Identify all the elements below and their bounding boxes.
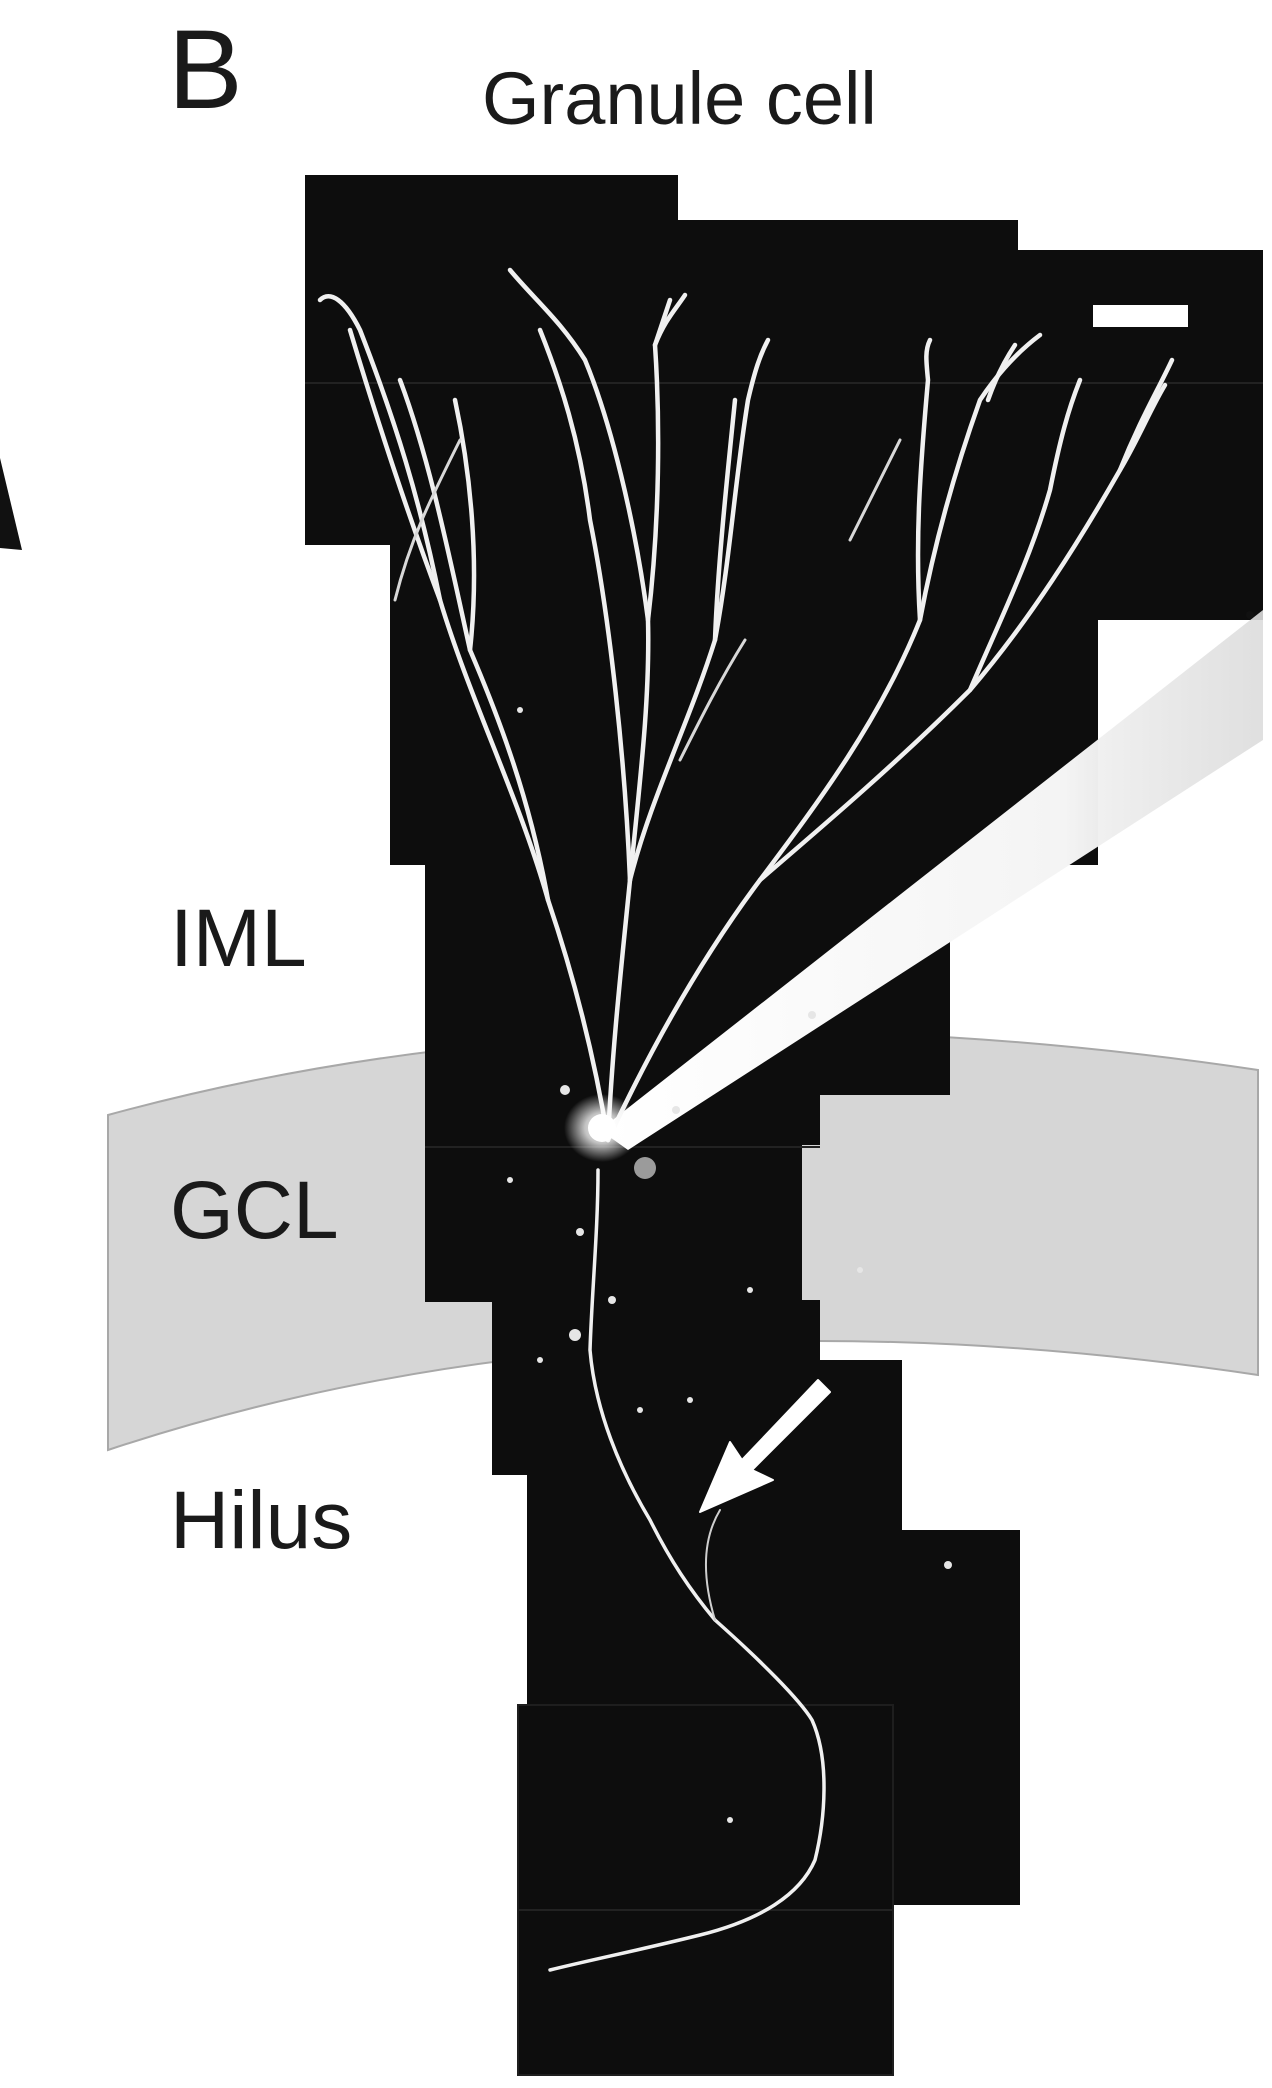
scale-bar	[1093, 305, 1188, 327]
figure-title: Granule cell	[482, 57, 877, 140]
fluorescent-puncta	[507, 611, 1254, 1823]
granule-cell-neuron	[317, 267, 1175, 1972]
layer-label-gcl: GCL	[170, 1165, 339, 1256]
axon-arrow-icon	[699, 1379, 831, 1513]
layer-label-iml: IML	[170, 893, 307, 984]
recording-pipette	[600, 610, 1263, 1150]
adjacent-panel-arrow-icon	[0, 458, 22, 550]
panel-letter: B	[168, 7, 243, 132]
layer-label-hilus: Hilus	[170, 1475, 353, 1566]
tissue-mosaic	[305, 175, 1263, 2075]
